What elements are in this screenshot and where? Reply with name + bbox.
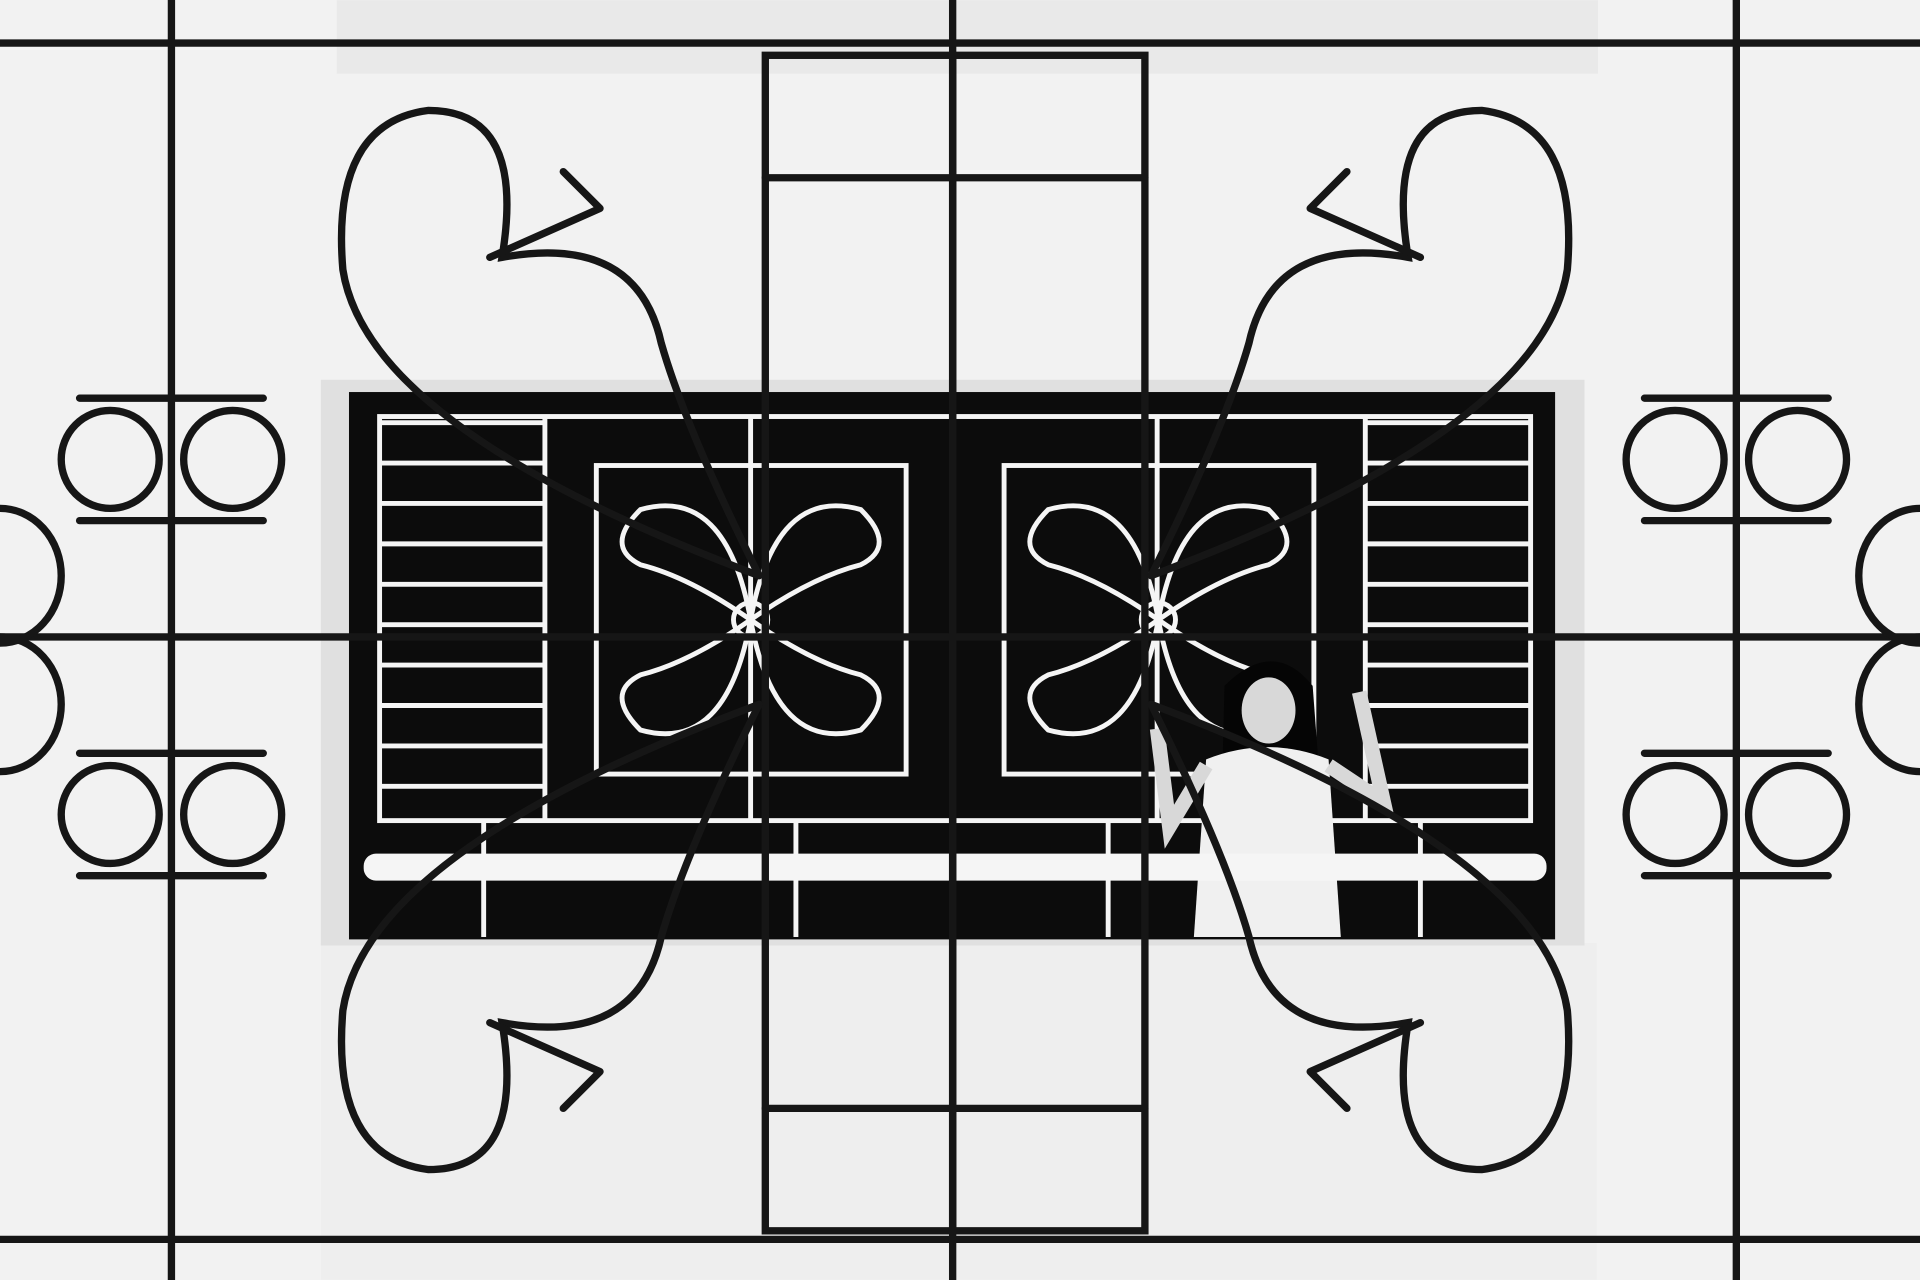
iron-curl xyxy=(180,761,286,868)
iron-edge-loop xyxy=(1855,633,1920,776)
iron-curl xyxy=(180,406,286,513)
iron-scroll-tendril xyxy=(486,1018,604,1113)
girl-face xyxy=(1241,677,1296,744)
inner-heart-scroll xyxy=(748,503,882,622)
inner-heart-scroll xyxy=(1027,617,1161,737)
iron-edge-loop xyxy=(0,504,65,647)
iron-heart-scroll xyxy=(1147,106,1573,580)
inner-grille-panel xyxy=(593,463,909,777)
iron-right-panel xyxy=(948,51,1149,1235)
wall-upper-panel xyxy=(336,0,1598,74)
iron-curl xyxy=(57,406,163,513)
inner-heart-scroll xyxy=(748,617,882,737)
girl-right-arm xyxy=(1324,690,1395,819)
iron-curl-stem xyxy=(75,394,267,525)
iron-curl-stem xyxy=(75,749,267,880)
inner-heart-scroll xyxy=(619,617,754,737)
iron-heart-scroll xyxy=(337,700,763,1174)
iron-scroll-tendril xyxy=(486,167,604,262)
iron-curl-stem xyxy=(1640,394,1832,525)
inner-heart-scroll xyxy=(619,503,754,622)
iron-curl xyxy=(1622,406,1728,513)
iron-scroll-tendril xyxy=(1306,167,1425,262)
iron-scroll-tendril xyxy=(1306,1018,1425,1113)
iron-heart-scroll xyxy=(1147,700,1573,1174)
iron-curl xyxy=(57,761,163,868)
iron-heart-scroll xyxy=(337,106,763,580)
iron-edge-loop xyxy=(1855,504,1920,647)
inner-heart-scroll xyxy=(1027,503,1161,622)
iron-curl xyxy=(1744,761,1851,868)
iron-edge-loop xyxy=(0,633,65,776)
iron-curl-stem xyxy=(1640,749,1832,880)
iron-curl xyxy=(1744,406,1851,513)
inner-heart-scroll xyxy=(1155,503,1290,622)
iron-curl xyxy=(1622,761,1728,868)
